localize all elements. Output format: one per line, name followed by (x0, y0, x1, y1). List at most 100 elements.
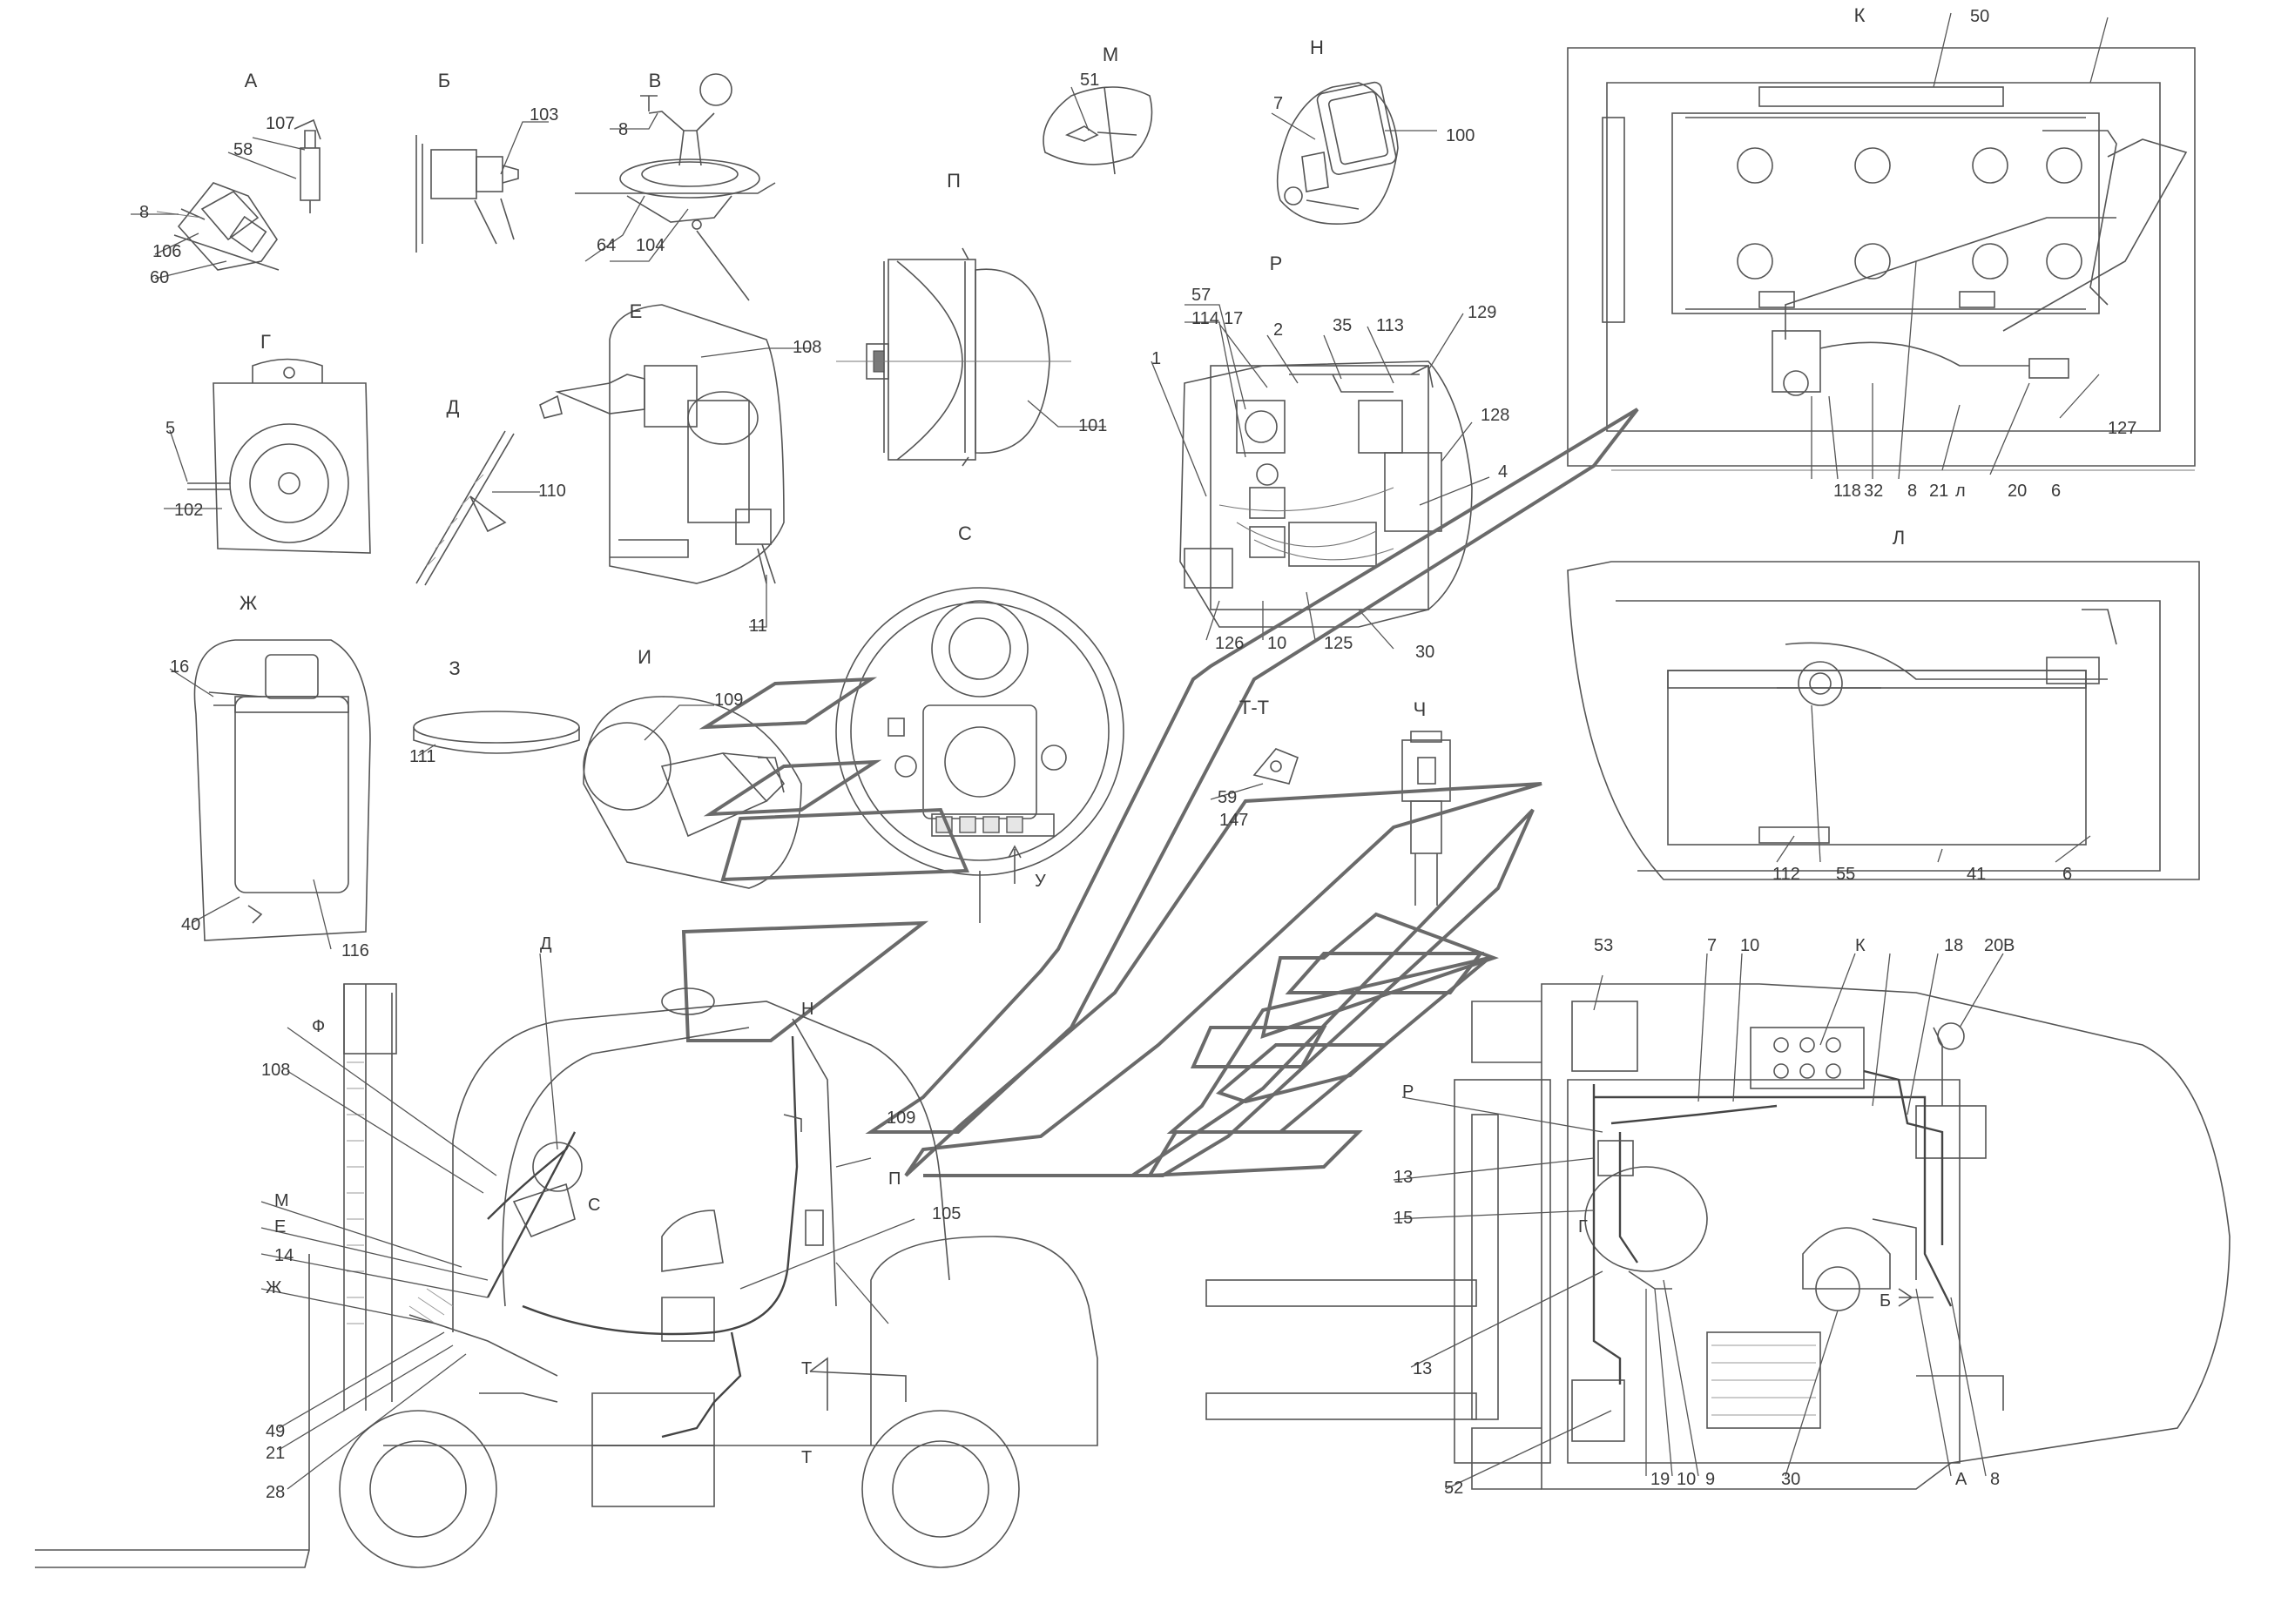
callout-label: 11 (749, 617, 767, 636)
callout-label: 7 (1707, 936, 1717, 955)
detail-t-t (1210, 748, 1299, 800)
callout-label: 41 (1967, 865, 1986, 884)
callout-label: 35 (1333, 316, 1352, 335)
callout-label: Ж (266, 1278, 282, 1297)
callout-label: 9 (1705, 1470, 1715, 1489)
detail-title: Е (630, 300, 643, 322)
callout-label: 55 (1836, 865, 1855, 884)
section-leader-arrows (681, 408, 1639, 1178)
callout-label: 112 (1772, 865, 1800, 884)
callout-label: 8 (139, 203, 149, 222)
callout-label: 108 (261, 1061, 290, 1080)
callout-label: Е (274, 1217, 286, 1237)
callout-label: 105 (932, 1204, 961, 1223)
callout-label: 40 (181, 915, 200, 934)
callout-label: 6 (2051, 482, 2061, 501)
detail-title: Г (260, 331, 271, 353)
detail-title: Б (438, 70, 450, 91)
detail-d (415, 430, 540, 586)
detail-title: К (1854, 4, 1866, 26)
callout-label: 6 (2062, 865, 2072, 884)
detail-title: Ч (1414, 698, 1427, 720)
callout-label: 8 (1907, 482, 1917, 501)
callout-label: Т (801, 1359, 812, 1378)
callout-label: Р (1402, 1082, 1414, 1102)
callout-label: 106 (152, 242, 181, 261)
callout-label: 129 (1468, 303, 1496, 322)
callout-label: У (1035, 872, 1046, 891)
callout-label: 53 (1594, 936, 1613, 955)
callout-label: 52 (1444, 1479, 1463, 1498)
callout-label: 8 (618, 120, 628, 139)
callout-label: 14 (274, 1246, 294, 1265)
detail-e (539, 304, 810, 628)
detail-title: С (958, 522, 972, 544)
callout-label: 49 (266, 1422, 285, 1441)
callout-label: 108 (793, 338, 821, 357)
callout-label: Б (1880, 1291, 1891, 1311)
callout-label: 10 (1677, 1470, 1696, 1489)
callout-label: 13 (1413, 1359, 1432, 1378)
callout-label: 59 (1218, 788, 1237, 807)
callout-label: 109 (887, 1108, 915, 1128)
callout-label: 110 (538, 482, 566, 501)
detail-i (583, 696, 802, 889)
detail-title: Н (1310, 37, 1324, 58)
callout-label: 30 (1415, 643, 1434, 662)
detail-r (1151, 304, 1490, 650)
detail-b (415, 121, 549, 253)
detail-title: Д (447, 396, 460, 418)
callout-label: 100 (1446, 126, 1475, 145)
callout-label: 17 (1224, 309, 1243, 328)
detail-title: И (638, 646, 651, 668)
detail-title: Ж (240, 592, 258, 614)
callout-label: 103 (530, 105, 558, 125)
callout-label: 107 (266, 114, 294, 133)
callout-label: 104 (636, 236, 665, 255)
callout-label: 128 (1481, 406, 1509, 425)
callout-label: 8 (1990, 1470, 2000, 1489)
callout-label: Т (801, 1448, 812, 1467)
detail-p (836, 247, 1106, 467)
detail-v (575, 73, 776, 301)
callout-label: С (588, 1196, 600, 1215)
detail-g (164, 358, 371, 554)
callout-label: 15 (1394, 1209, 1413, 1228)
callout-label: 16 (170, 657, 189, 677)
callout-label: 28 (266, 1483, 285, 1502)
detail-a (131, 118, 321, 280)
callout-label: 1 (1151, 349, 1161, 368)
callout-label: А (1955, 1470, 1967, 1489)
detail-title: Т-Т (1239, 697, 1269, 718)
callout-label: 10 (1740, 936, 1759, 955)
callout-label: 64 (597, 236, 616, 255)
callout-label: 109 (714, 691, 743, 710)
callout-label: 5 (165, 419, 175, 438)
callout-label: 30 (1781, 1470, 1800, 1489)
detail-title: З (449, 657, 460, 679)
detail-k (1567, 12, 2196, 480)
callout-label: л (1955, 482, 1966, 501)
detail-ch (1401, 731, 1451, 906)
detail-title: В (649, 70, 662, 91)
callout-label: 102 (174, 501, 203, 520)
callout-label: Г (1578, 1217, 1588, 1237)
callout-label: 7 (1273, 94, 1283, 113)
callout-label: 101 (1078, 416, 1107, 435)
callout-label: Д (540, 934, 552, 954)
callout-label: 19 (1650, 1470, 1670, 1489)
callout-label: М (274, 1191, 289, 1210)
detail-title: П (947, 170, 961, 192)
callout-label: 118 (1833, 482, 1861, 501)
detail-n (1271, 81, 1437, 225)
callout-label: 13 (1394, 1168, 1413, 1187)
callout-label: 4 (1498, 462, 1508, 482)
callout-label: 60 (150, 268, 169, 287)
callout-label: 2 (1273, 320, 1283, 340)
callout-label: 20 (2008, 482, 2027, 501)
callout-label: 32 (1864, 482, 1883, 501)
callout-label: Ф (312, 1017, 325, 1036)
